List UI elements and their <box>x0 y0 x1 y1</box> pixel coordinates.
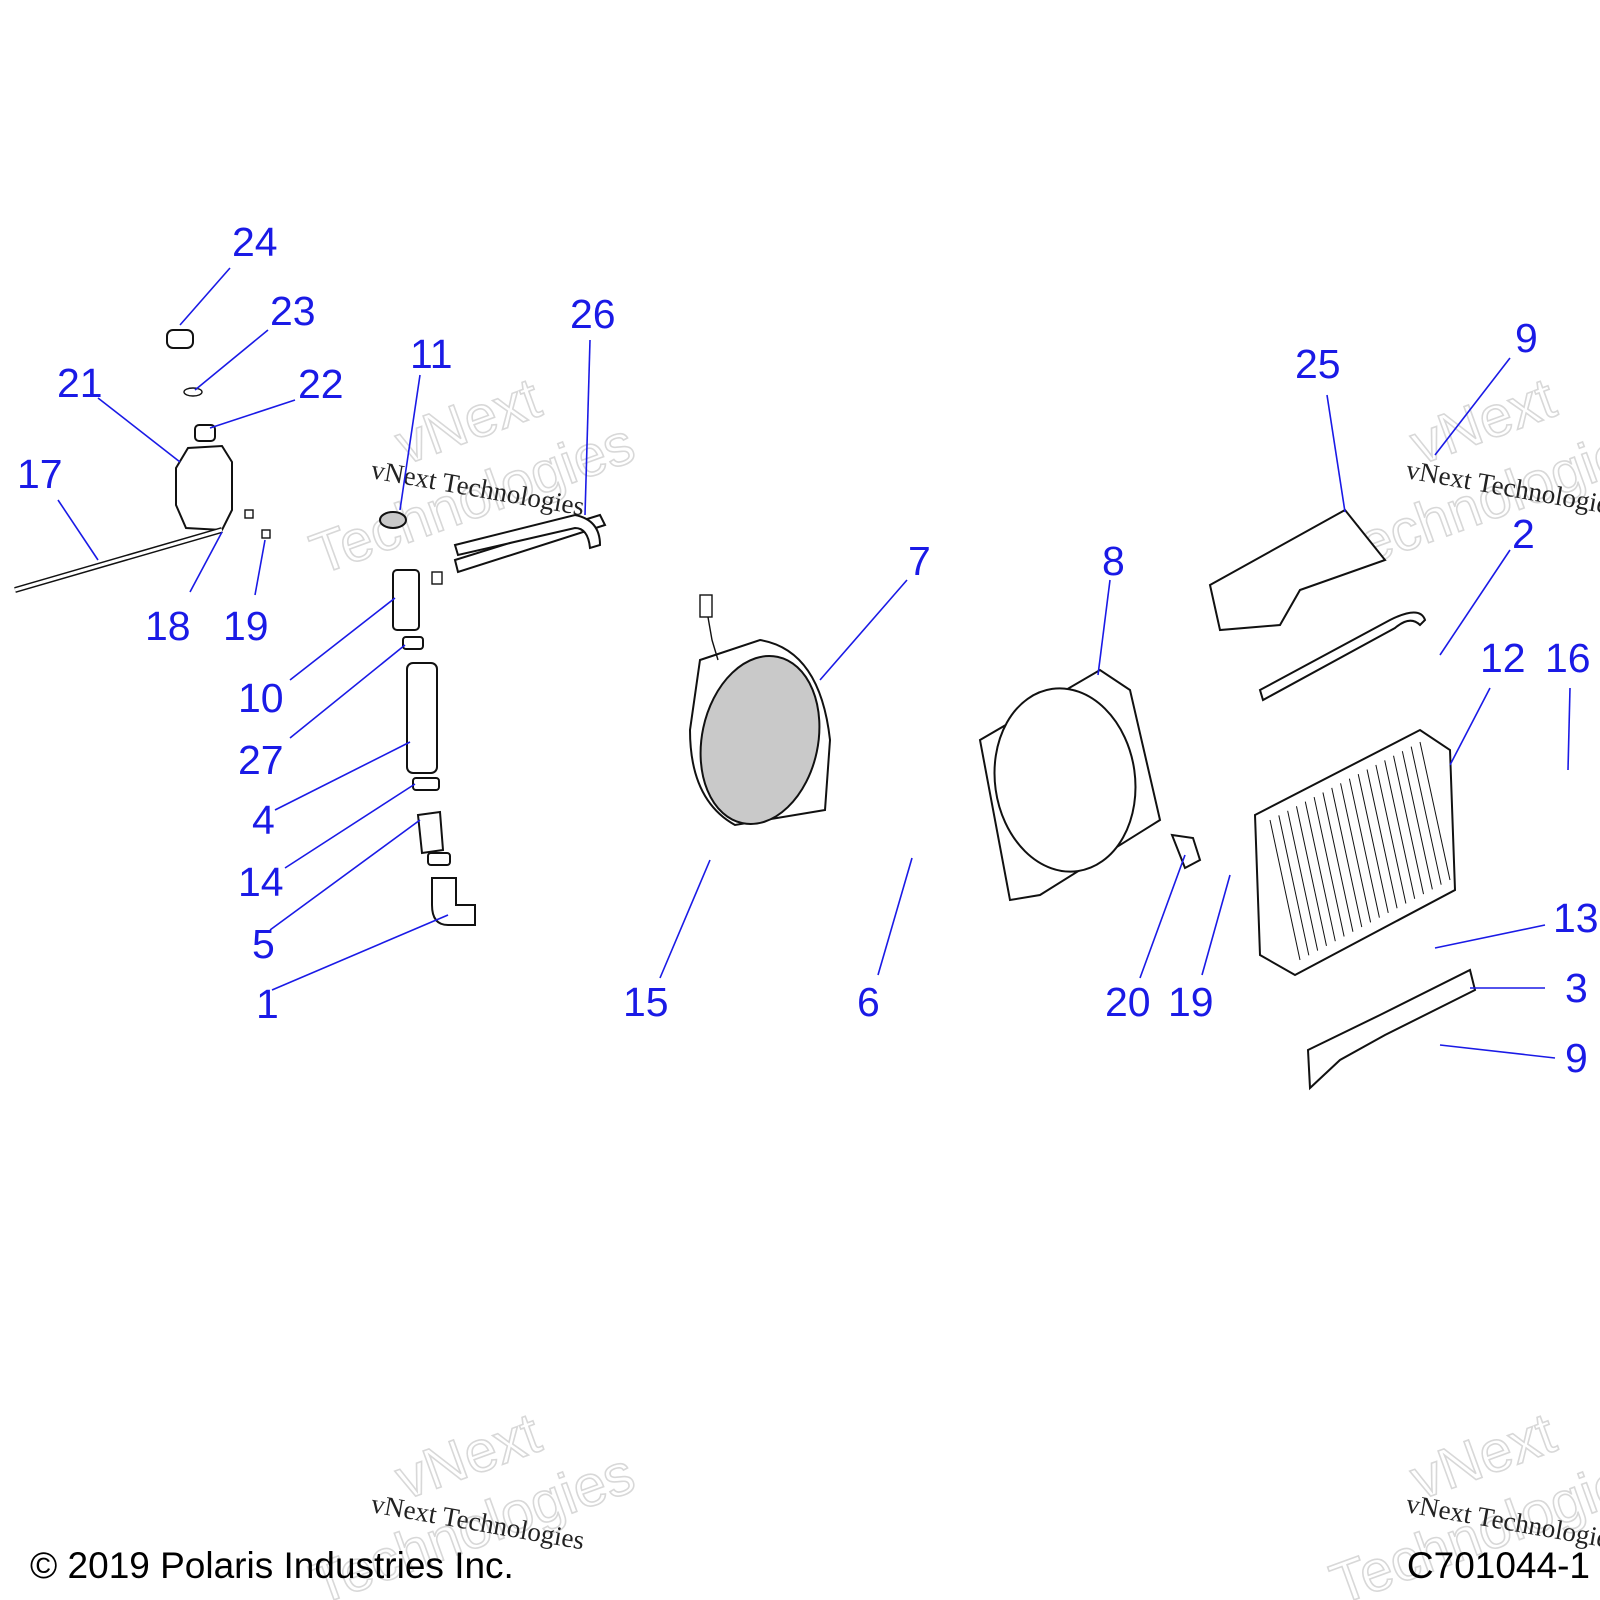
callout-1: 1 <box>256 981 279 1027</box>
radiator-fin <box>1295 806 1327 946</box>
callout-7: 7 <box>908 538 931 584</box>
callout-25: 25 <box>1295 341 1341 387</box>
callout-9-bottom: 9 <box>1565 1035 1588 1081</box>
fan-assembly <box>688 594 832 827</box>
reservoir-group <box>14 329 271 593</box>
radiator-fin <box>1304 801 1336 942</box>
radiator-fin <box>1419 741 1451 881</box>
fan-shroud <box>978 668 1162 902</box>
callout-20: 20 <box>1105 979 1151 1025</box>
callout-14: 14 <box>238 859 284 905</box>
coolant-hose <box>406 662 438 774</box>
radiator-fin <box>1393 755 1425 895</box>
hose-clamp <box>412 777 440 791</box>
radiator <box>1253 728 1457 977</box>
radiator-fin <box>1331 787 1363 928</box>
tee-fitting <box>416 810 445 855</box>
callout-12: 12 <box>1480 635 1526 681</box>
callout-23: 23 <box>270 288 316 334</box>
hose-clamp <box>402 636 424 650</box>
radiator-fins <box>1269 741 1451 961</box>
radiator-fin <box>1366 769 1398 909</box>
callout-11: 11 <box>410 331 453 377</box>
radiator-fin <box>1401 751 1433 890</box>
thermostat-cap <box>379 511 407 529</box>
elbow-hose <box>431 877 476 926</box>
callout-8: 8 <box>1102 538 1125 584</box>
radiator-fin <box>1313 796 1345 937</box>
radiator-fin <box>1278 815 1310 956</box>
radiator-hose <box>1258 611 1427 702</box>
radiator-fin <box>1322 792 1354 932</box>
callout-5: 5 <box>252 921 275 967</box>
callout-19-right: 19 <box>1168 979 1214 1025</box>
callout-18: 18 <box>145 603 191 649</box>
thermostat-housing <box>392 569 420 631</box>
radiator-fin <box>1269 819 1301 961</box>
callout-2: 2 <box>1512 511 1535 557</box>
leader-lines <box>57 267 1571 1059</box>
callout-24: 24 <box>232 219 278 265</box>
cap-oring <box>183 387 203 397</box>
callout-9-top: 9 <box>1515 315 1538 361</box>
callout-27: 27 <box>238 737 284 783</box>
radiator-fin <box>1348 778 1380 918</box>
callout-10: 10 <box>238 675 284 721</box>
shroud-bracket <box>1170 833 1202 870</box>
shroud-opening <box>993 687 1137 873</box>
radiator-core <box>1253 728 1457 977</box>
callout-22: 22 <box>298 361 344 407</box>
fan-blade-disc <box>699 654 821 826</box>
upper-bracket <box>1208 508 1387 632</box>
reservoir-neck-seal <box>194 424 216 442</box>
radiator-fin <box>1375 764 1407 904</box>
clamp-small <box>244 509 254 519</box>
callout-labels: 24 23 22 21 17 18 19 11 26 10 27 4 14 5 … <box>17 219 1599 1081</box>
radiator-fin <box>1287 810 1319 951</box>
clamp-small <box>261 529 271 539</box>
callout-26: 26 <box>570 291 616 337</box>
coolant-reservoir <box>175 444 233 532</box>
fitting <box>431 571 443 585</box>
callout-6: 6 <box>857 979 880 1025</box>
radiator-fin <box>1340 783 1372 923</box>
callout-3: 3 <box>1565 965 1588 1011</box>
drawing-number: C701044-1 <box>1407 1545 1590 1586</box>
callout-4: 4 <box>252 797 275 843</box>
radiator-fin <box>1410 746 1442 885</box>
lower-bracket <box>1306 968 1477 1091</box>
bypass-hose-bend <box>453 513 602 557</box>
radiator-fin <box>1384 760 1416 899</box>
callout-16: 16 <box>1545 635 1591 681</box>
lower-bracket-plate <box>1306 968 1477 1091</box>
hose-clamp <box>427 852 451 866</box>
callout-17: 17 <box>17 451 63 497</box>
hose-stack <box>379 511 607 926</box>
callout-19-left: 19 <box>223 603 269 649</box>
fan-connector <box>699 594 713 618</box>
callout-13: 13 <box>1553 895 1599 941</box>
callout-21: 21 <box>57 360 103 406</box>
reservoir-cap <box>166 329 194 349</box>
copyright-notice: © 2019 Polaris Industries Inc. <box>30 1545 514 1586</box>
radiator-fin <box>1357 774 1389 914</box>
callout-15: 15 <box>623 979 669 1025</box>
upper-bracket-plate <box>1208 508 1387 632</box>
